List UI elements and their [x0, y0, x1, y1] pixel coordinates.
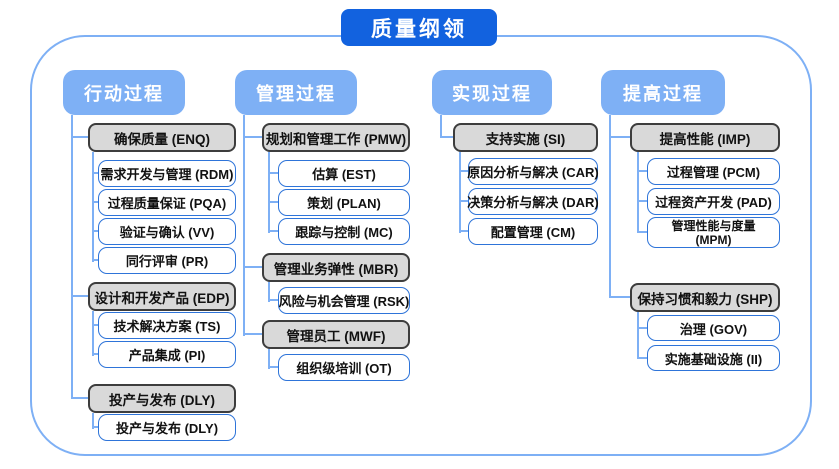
diagram-title: 质量纲领 [341, 9, 497, 46]
connector-line [268, 349, 270, 369]
connector-line [459, 170, 468, 172]
node-rsk: 风险与机会管理 (RSK) [278, 287, 410, 314]
node-pr: 同行评审 (PR) [98, 247, 236, 274]
node-mpm: 管理性能与度量 (MPM) [647, 217, 780, 248]
connector-line [243, 333, 262, 335]
connector-line [459, 200, 468, 202]
connector-line [440, 115, 442, 138]
node-vv: 验证与确认 (VV) [98, 218, 236, 245]
connector-line [637, 200, 647, 202]
node-mwf: 管理员工 (MWF) [262, 320, 410, 349]
node-pi: 产品集成 (PI) [98, 341, 236, 368]
node-cm: 配置管理 (CM) [468, 218, 598, 245]
connector-line [637, 170, 647, 172]
connector-line [637, 327, 647, 329]
connector-line [268, 152, 270, 233]
connector-line [92, 426, 98, 428]
column-header-management: 管理过程 [235, 70, 357, 115]
connector-line [637, 312, 639, 359]
connector-line [92, 259, 98, 261]
node-gov: 治理 (GOV) [647, 315, 780, 341]
connector-line [268, 366, 278, 368]
connector-line [243, 115, 245, 336]
node-mbr: 管理业务弹性 (MBR) [262, 253, 410, 282]
connector-line [71, 136, 88, 138]
node-mc: 跟踪与控制 (MC) [278, 218, 410, 245]
connector-line [243, 136, 262, 138]
connector-line [92, 152, 94, 262]
node-si: 支持实施 (SI) [453, 123, 598, 152]
node-ts: 技术解决方案 (TS) [98, 312, 236, 339]
connector-line [92, 172, 98, 174]
connector-line [92, 353, 98, 355]
node-dly-sub: 投产与发布 (DLY) [98, 414, 236, 441]
node-rdm: 需求开发与管理 (RDM) [98, 160, 236, 187]
node-plan: 策划 (PLAN) [278, 189, 410, 216]
connector-line [268, 299, 278, 301]
node-edp: 设计和开发产品 (EDP) [88, 282, 236, 311]
node-pmw: 规划和管理工作 (PMW) [262, 123, 410, 152]
connector-line [637, 152, 639, 233]
connector-line [71, 397, 88, 399]
connector-line [440, 136, 453, 138]
node-dly: 投产与发布 (DLY) [88, 384, 236, 413]
connector-line [92, 311, 94, 356]
node-enq: 确保质量 (ENQ) [88, 123, 236, 152]
connector-line [71, 115, 73, 399]
connector-line [92, 230, 98, 232]
connector-line [609, 115, 611, 298]
connector-line [268, 201, 278, 203]
connector-line [92, 413, 94, 429]
connector-line [92, 324, 98, 326]
node-pad: 过程资产开发 (PAD) [647, 188, 780, 215]
connector-line [637, 231, 647, 233]
connector-line [243, 266, 262, 268]
connector-line [609, 136, 630, 138]
connector-line [92, 201, 98, 203]
connector-line [268, 282, 270, 302]
node-ot: 组织级培训 (OT) [278, 354, 410, 381]
node-shp: 保持习惯和毅力 (SHP) [630, 283, 780, 312]
connector-line [609, 296, 630, 298]
column-header-action: 行动过程 [63, 70, 185, 115]
connector-line [637, 357, 647, 359]
node-pqa: 过程质量保证 (PQA) [98, 189, 236, 216]
column-header-improvement: 提高过程 [601, 70, 725, 115]
connector-line [459, 230, 468, 232]
node-dar: 决策分析与解决 (DAR) [467, 188, 599, 215]
connector-line [268, 230, 278, 232]
column-header-realization: 实现过程 [432, 70, 552, 115]
connector-line [268, 172, 278, 174]
node-pcm: 过程管理 (PCM) [647, 158, 780, 185]
node-imp: 提高性能 (IMP) [630, 123, 780, 152]
connector-line [459, 152, 461, 233]
node-car: 原因分析与解决 (CAR) [467, 158, 599, 185]
node-ii: 实施基础设施 (II) [647, 345, 780, 371]
connector-line [71, 295, 88, 297]
node-est: 估算 (EST) [278, 160, 410, 187]
